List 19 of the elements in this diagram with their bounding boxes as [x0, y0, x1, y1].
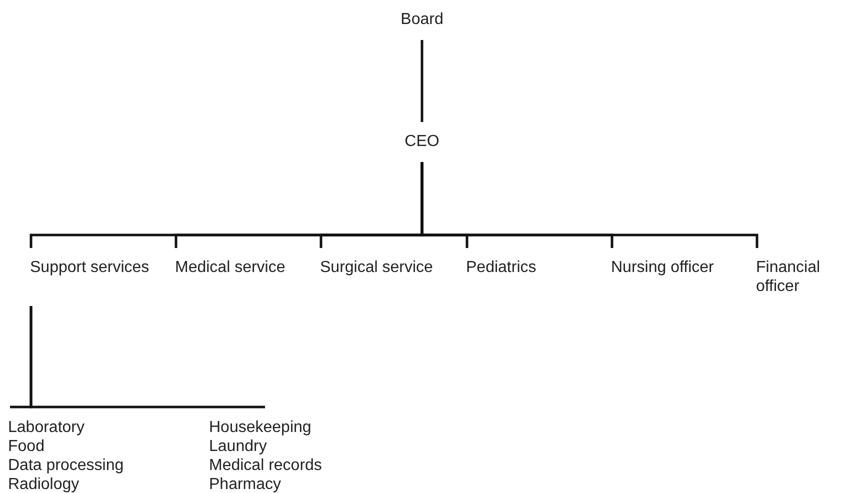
connector-line	[420, 162, 758, 248]
connector-line	[30, 306, 266, 408]
list-item: Medical records	[209, 456, 323, 475]
list-item: Laboratory	[8, 418, 86, 437]
list-item: Pharmacy	[209, 475, 282, 493]
connector-line	[420, 40, 424, 122]
unit-label: Pediatrics	[466, 258, 538, 277]
unit-label: Board	[400, 10, 444, 29]
unit-label: Nursing officer	[611, 258, 715, 277]
unit-label: Financial officer	[756, 258, 822, 296]
list-item: Laundry	[209, 437, 268, 456]
unit-label: Support services	[30, 258, 150, 277]
list-item: Food	[8, 437, 46, 456]
list-item: Radiology	[8, 475, 80, 493]
unit-label: Medical service	[175, 258, 286, 277]
list-item: Data processing	[8, 456, 125, 475]
list-item: Housekeeping	[209, 418, 312, 437]
unit-label: Surgical service	[320, 258, 434, 277]
unit-label: CEO	[404, 132, 440, 151]
